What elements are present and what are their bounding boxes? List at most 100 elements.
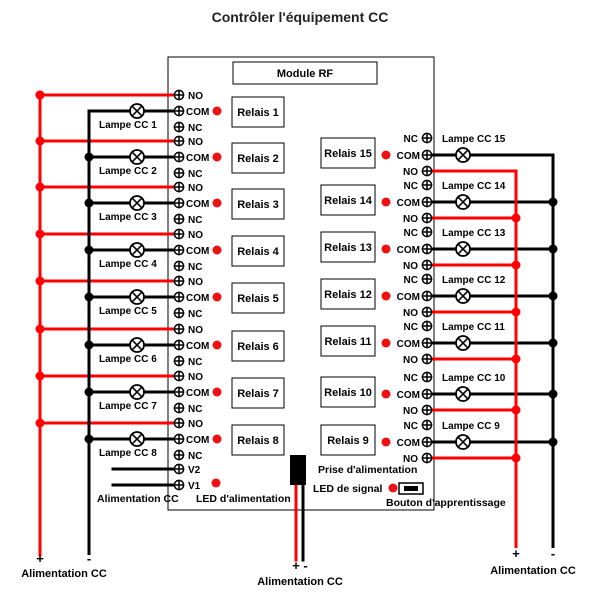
supply-minus-marker: - [551,546,555,561]
power-supply-label: Alimentation CC [97,493,179,505]
relay-led-icon [381,197,391,207]
supply-plus-minus-marker: + - [292,558,308,573]
terminal-no-label: NO [403,406,418,417]
relay-box [231,424,285,456]
terminal-nc-label: NC [404,421,418,432]
lamp-label: Lampe CC 10 [442,373,506,384]
negative-bus [473,153,555,548]
terminal-no-label: NO [403,214,418,225]
junction-dot [35,90,45,100]
terminal-nc-label: NC [188,404,202,415]
screw-terminal-icon [173,275,185,287]
screw-terminal-icon [173,386,185,398]
relay-led-icon [212,106,222,116]
screw-terminal-icon [173,463,185,475]
lamp-icon [129,289,145,305]
power-supply-label: Alimentation CC [490,565,576,577]
lamp-label: Lampe CC 14 [442,181,506,192]
positive-bus [427,169,518,548]
terminal-com-label: COM [186,388,209,399]
terminal-nc-label: NC [404,275,418,286]
screw-terminal-icon [173,135,185,147]
relay-label: Relais 8 [237,435,279,447]
power-led-label: LED d'alimentation [196,493,291,505]
terminal-nc-label: NC [188,262,202,273]
lamp-icon [455,147,471,163]
terminal-no-label: NO [188,372,203,383]
power-supply-label: Alimentation CC [257,576,343,588]
screw-terminal-icon [421,243,433,255]
screw-terminal-icon [173,449,185,461]
screw-terminal-icon [421,436,433,448]
screw-terminal-icon [173,323,185,335]
terminal-no-label: NO [403,261,418,272]
terminal-no-label: NO [188,325,203,336]
screw-terminal-icon [173,479,185,491]
relay-led-icon [381,389,391,399]
screw-terminal-icon [421,149,433,161]
screw-terminal-icon [173,121,185,133]
relay-led-icon [212,292,222,302]
power-socket-icon [290,455,306,485]
terminal-com-label: COM [186,435,209,446]
lamp-label: Lampe CC 3 [99,212,157,223]
lamp-label: Lampe CC 7 [99,401,157,412]
terminal-no-label: NO [403,308,418,319]
terminal-nc-label: NC [188,357,202,368]
relay-label: Relais 2 [237,153,279,165]
terminal-com-label: COM [397,339,420,350]
screw-terminal-icon [173,228,185,240]
relay-box [231,330,285,362]
screw-terminal-icon [421,306,433,318]
terminal-nc-label: NC [188,215,202,226]
relay-label: Relais 9 [327,435,369,447]
screw-terminal-icon [173,244,185,256]
lamp-icon [455,335,471,351]
screw-terminal-icon [173,89,185,101]
screw-terminal-icon [173,402,185,414]
relay-box [231,188,285,220]
screw-terminal-icon [421,371,433,383]
screw-terminal-icon [421,212,433,224]
lamp-icon [455,194,471,210]
lamp-label: Lampe CC 13 [442,228,506,239]
screw-terminal-icon [421,226,433,238]
terminal-com-label: COM [186,341,209,352]
relay-led-icon [212,340,222,350]
supply-plus-marker: + [512,546,520,561]
relay-box [231,96,285,128]
lamp-icon [455,241,471,257]
power-supply-label: Alimentation CC [21,568,107,580]
relay-led-icon [212,152,222,162]
screw-terminal-icon [173,213,185,225]
screw-terminal-icon [173,370,185,382]
terminal-com-label: COM [186,107,209,118]
lamp-icon [129,149,145,165]
lamp-label: Lampe CC 11 [442,322,505,333]
relay-led-icon [212,434,222,444]
relay-box [320,325,376,357]
terminal-no-label: NO [188,91,203,102]
screw-terminal-icon [421,179,433,191]
screw-terminal-icon [173,307,185,319]
terminal-nc-label: NC [188,123,202,134]
terminal-no-label: NO [403,355,418,366]
screw-terminal-icon [421,290,433,302]
relay-box [231,377,285,409]
lamp-icon [129,103,145,119]
lamp-icon [129,337,145,353]
relay-label: Relais 11 [324,336,371,348]
lamp-icon [129,195,145,211]
relay-box [320,137,376,169]
relay-led-icon [212,245,222,255]
diagram-title: Contrôler l'équipement CC [212,9,389,25]
terminal-nc-label: NC [404,134,418,145]
lamp-icon [129,431,145,447]
relay-box [231,142,285,174]
relay-box [320,231,376,263]
relay-led-icon [212,387,222,397]
terminal-no-label: NO [188,230,203,241]
lamp-label: Lampe CC 15 [442,134,506,145]
relay-label: Relais 15 [324,148,372,160]
